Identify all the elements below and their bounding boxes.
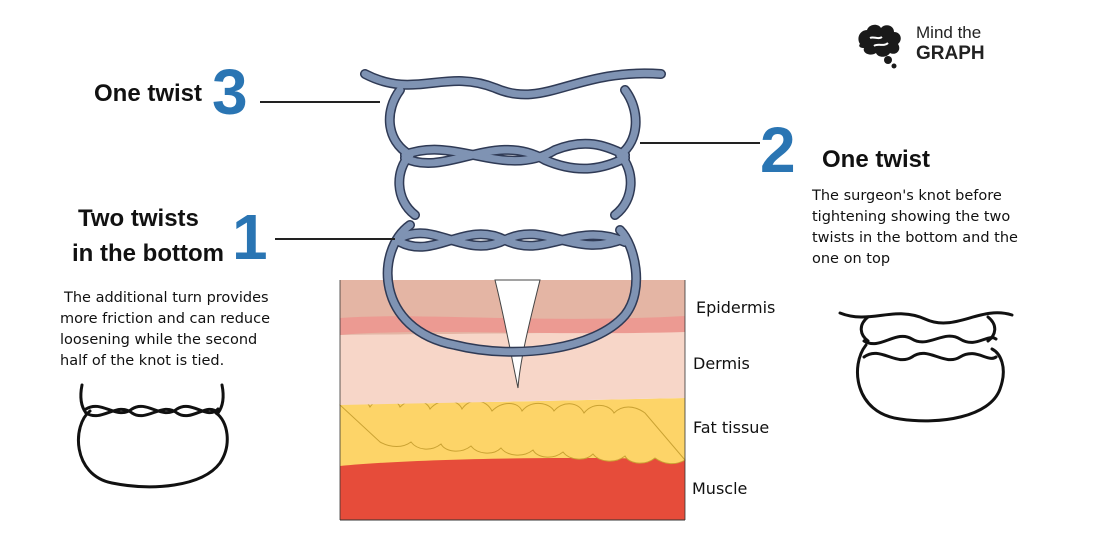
muscle-layer (340, 448, 685, 520)
logo-line1: Mind the (916, 23, 982, 42)
wound-gap (494, 279, 541, 389)
label-muscle: Muscle (692, 479, 748, 498)
two-twists-knot-diagram (77, 383, 229, 489)
step3-title: One twist (94, 80, 203, 107)
step2-description: The surgeon's knot before tightening sho… (812, 188, 1018, 268)
step2-leader-line (640, 142, 760, 144)
step1-title-line1: Two twists (78, 205, 199, 232)
step1-number: 1 (232, 201, 268, 273)
label-fat-tissue: Fat tissue (693, 418, 770, 437)
step2-title: One twist (822, 146, 931, 173)
step3-leader-line (260, 101, 380, 103)
label-dermis: Dermis (693, 354, 750, 373)
dermis-layer (340, 332, 685, 405)
surgeons-knot-illustration (360, 68, 666, 357)
step1-description: The additional turn provides more fricti… (60, 290, 271, 370)
step3-number: 3 (212, 56, 248, 128)
step1-title-line2: in the bottom (72, 240, 224, 267)
step1-leader-line (275, 238, 395, 240)
skin-cross-section (339, 279, 686, 521)
surgeons-knot-diagram (838, 311, 1014, 423)
logo-line2: GRAPH (916, 43, 985, 64)
brain-logo-icon (858, 24, 901, 69)
label-epidermis: Epidermis (696, 298, 776, 317)
step2-number: 2 (760, 114, 796, 186)
